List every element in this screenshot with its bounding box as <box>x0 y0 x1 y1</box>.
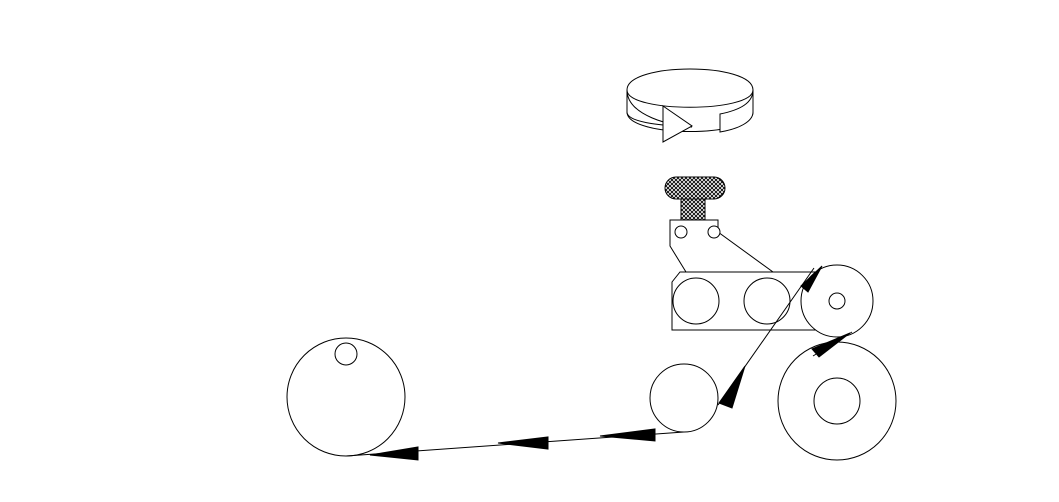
roller-carrier <box>671 264 874 338</box>
rotation-ring-right-end <box>719 89 754 133</box>
upper-guide-roller-axle <box>828 292 846 310</box>
rotation-ring-front-band <box>626 89 693 128</box>
web-direction-arrow-icon <box>599 428 656 442</box>
knob-head <box>664 176 726 200</box>
web-direction-arrow-icon <box>718 365 746 409</box>
supply-roll <box>777 341 897 461</box>
mounting-bracket <box>669 219 775 273</box>
take-up-drum <box>286 337 406 457</box>
rotation-arrow-head <box>662 105 693 143</box>
bracket-hole-left <box>674 225 688 239</box>
web-direction-arrow-icon <box>800 265 823 293</box>
web-direction-arrow-icon <box>369 446 419 461</box>
rotation-ring-top-edge <box>626 89 754 108</box>
supply-roll-core <box>813 377 861 425</box>
lower-guide-roller <box>649 363 719 433</box>
web-direction-arrow-icon <box>811 332 851 358</box>
adjustment-knob-icon <box>664 176 726 221</box>
web-direction-arrow-icon <box>497 436 549 450</box>
web-direction-arrows <box>369 265 851 461</box>
take-up-drum-pin <box>334 342 358 366</box>
carrier-roller-left <box>672 277 720 325</box>
carrier-roller-right <box>743 277 791 325</box>
bracket-hole-right <box>707 225 721 239</box>
rotation-arrow-icon <box>626 68 754 143</box>
